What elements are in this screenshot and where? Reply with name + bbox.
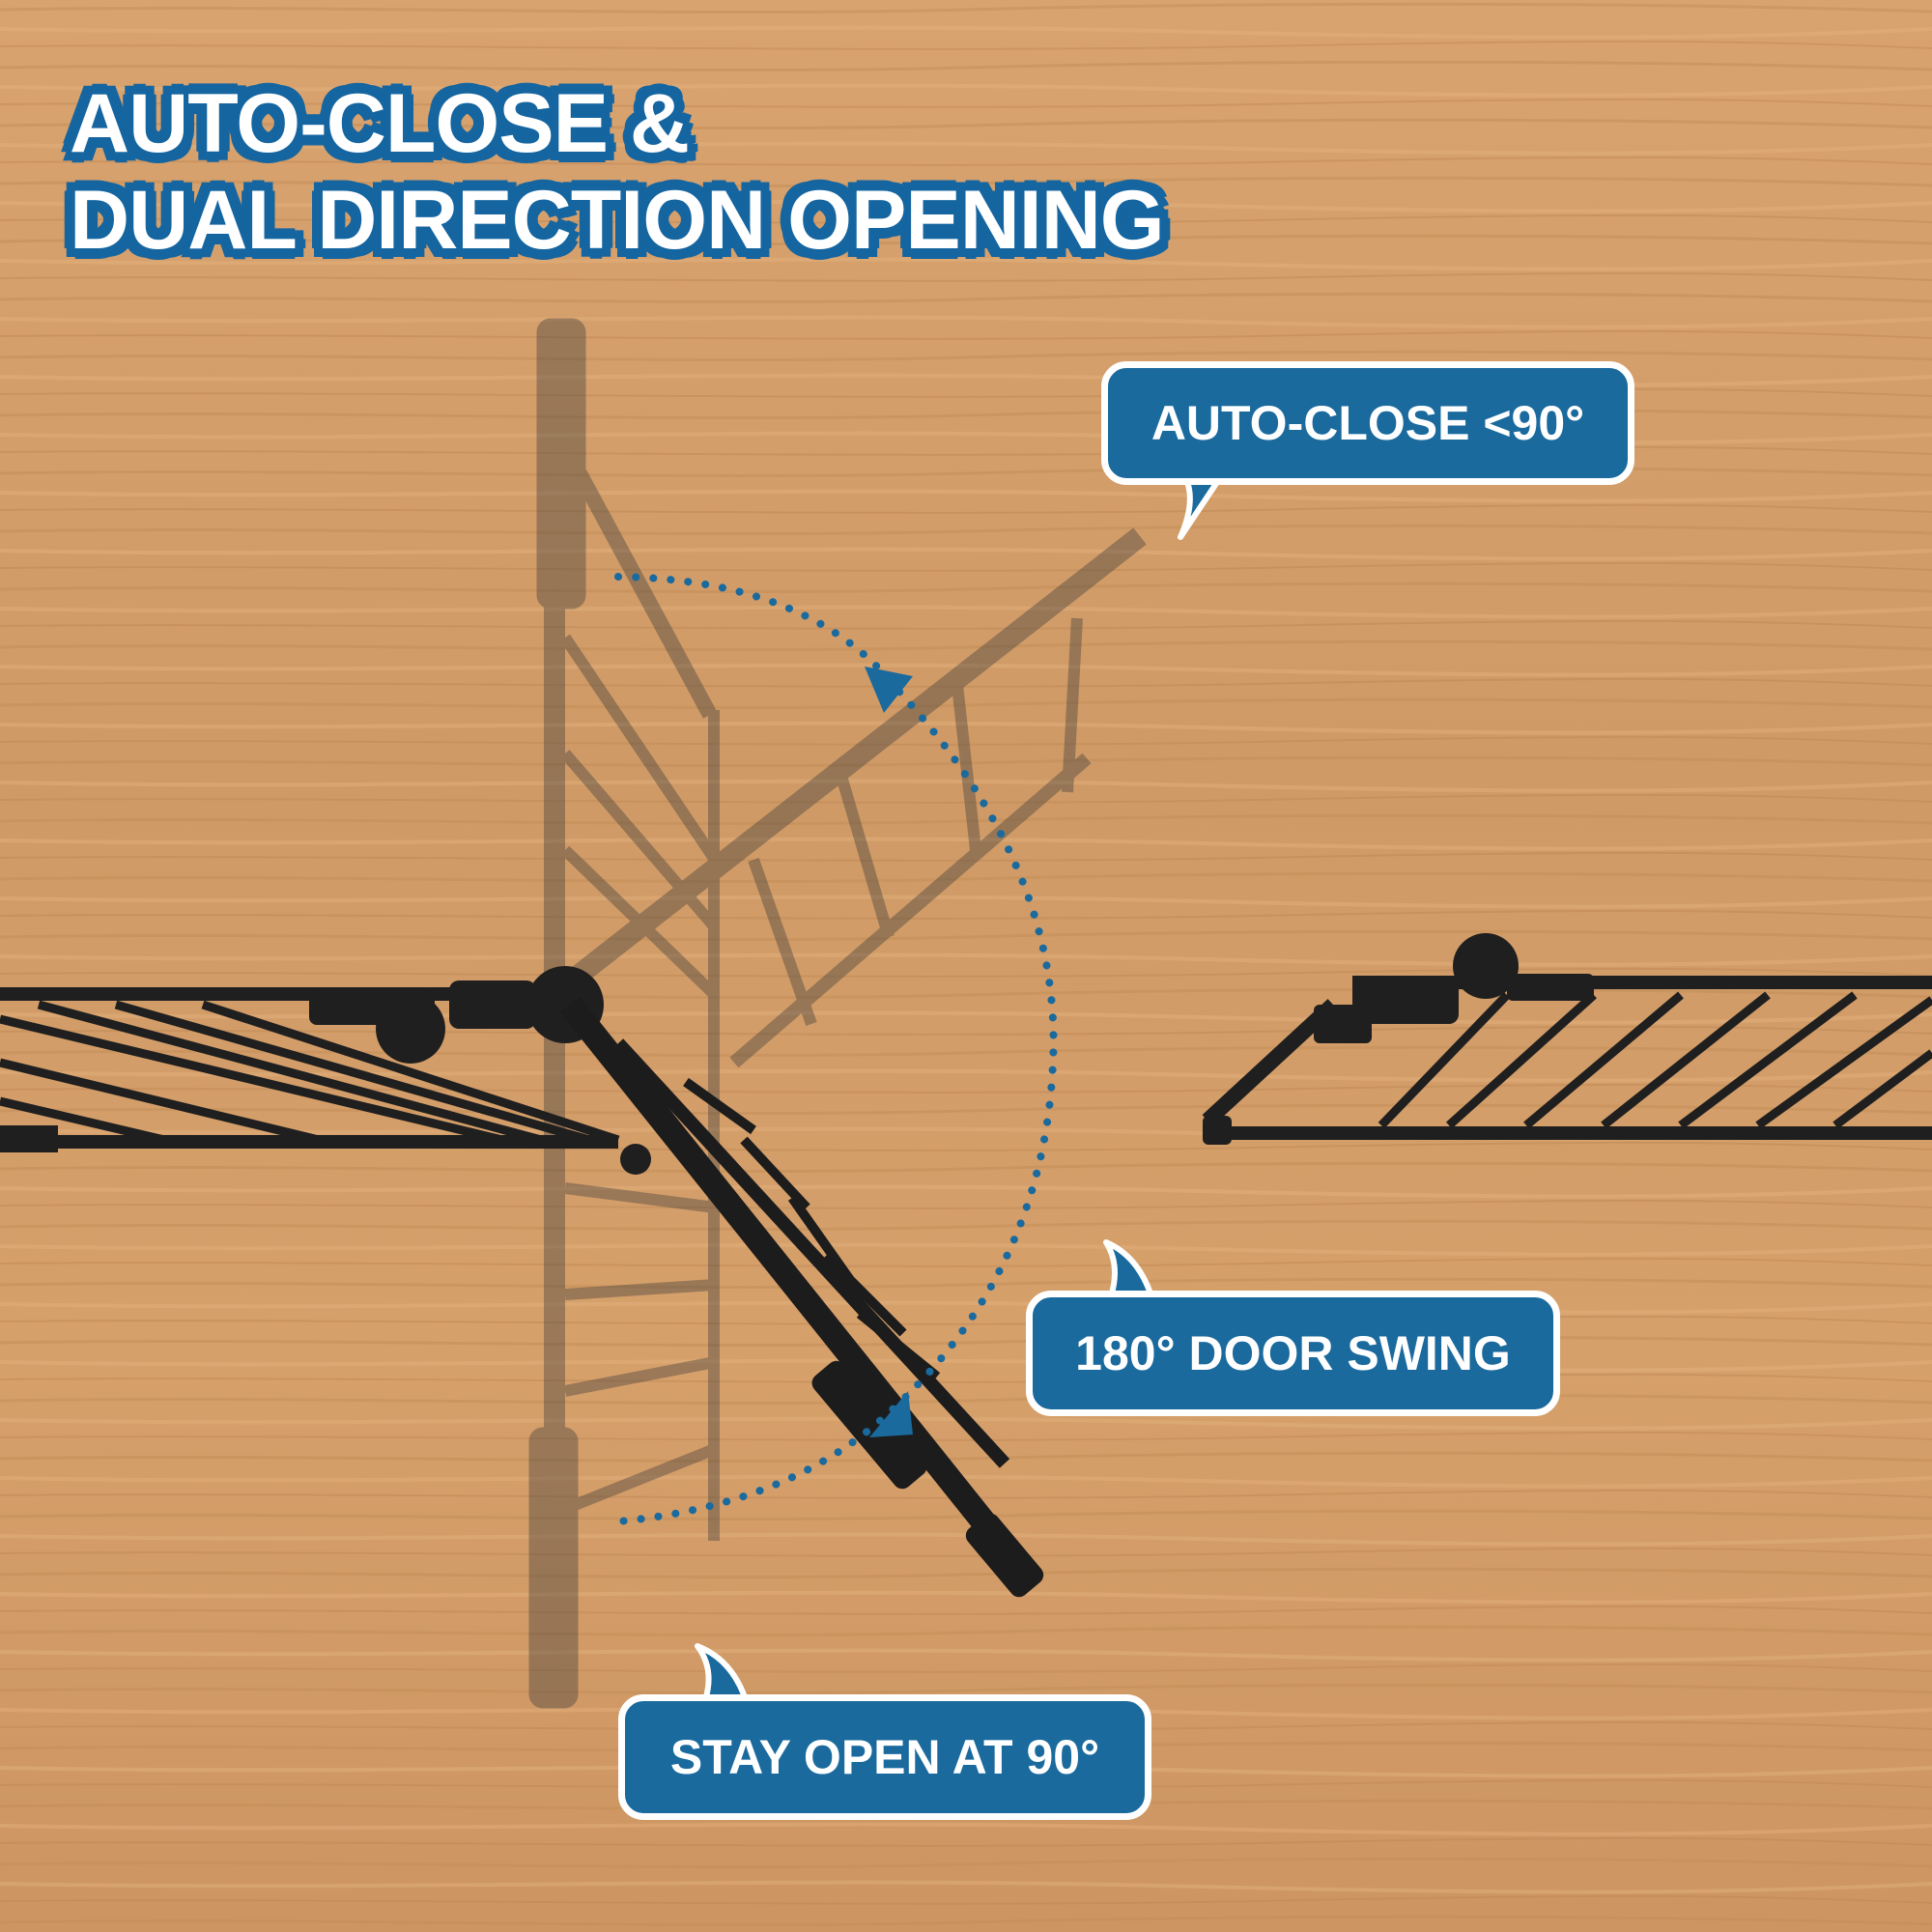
headline-line-1: AUTO-CLOSE & (70, 77, 690, 170)
callout-tail-stay (695, 1643, 749, 1703)
swinging-door (559, 996, 1044, 1598)
left-gate-panel (0, 966, 651, 1175)
callout-tail-autoclose (1178, 476, 1222, 540)
callout-tail-swing (1103, 1239, 1154, 1299)
headline: AUTO-CLOSE & DUAL DIRECTION OPENING (70, 75, 1165, 269)
callout-auto-close: AUTO-CLOSE <90° (1101, 361, 1634, 485)
arc-arrowhead-top (865, 667, 913, 713)
callout-stay-open: STAY OPEN AT 90° (618, 1694, 1151, 1820)
arc-arrowhead-bottom (869, 1391, 913, 1437)
right-gate-panel (1202, 933, 1932, 1145)
callout-door-swing: 180° DOOR SWING (1026, 1291, 1560, 1416)
gate-shadow (528, 318, 1147, 1709)
headline-line-2: DUAL DIRECTION OPENING (70, 174, 1165, 267)
